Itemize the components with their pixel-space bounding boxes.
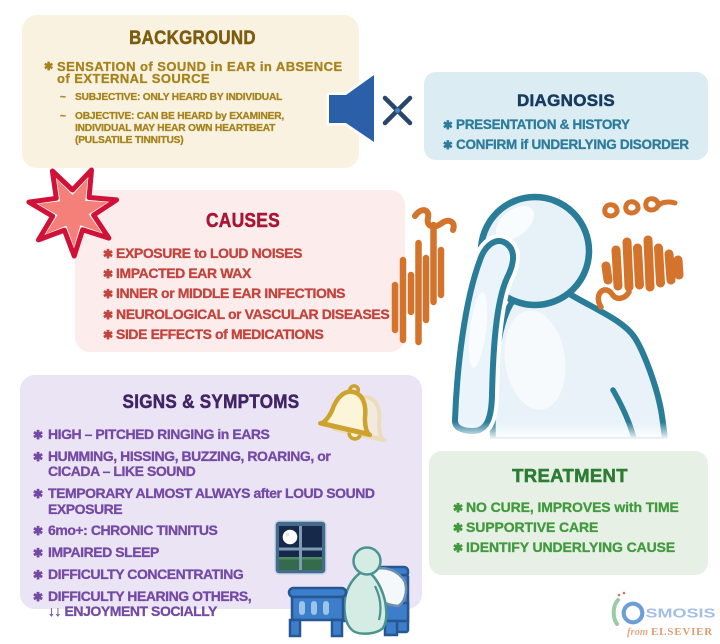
svg-text:SMOSIS: SMOSIS (646, 606, 716, 621)
svg-text:ELSEVIER: ELSEVIER (651, 626, 713, 638)
svg-text:from: from (627, 627, 648, 638)
